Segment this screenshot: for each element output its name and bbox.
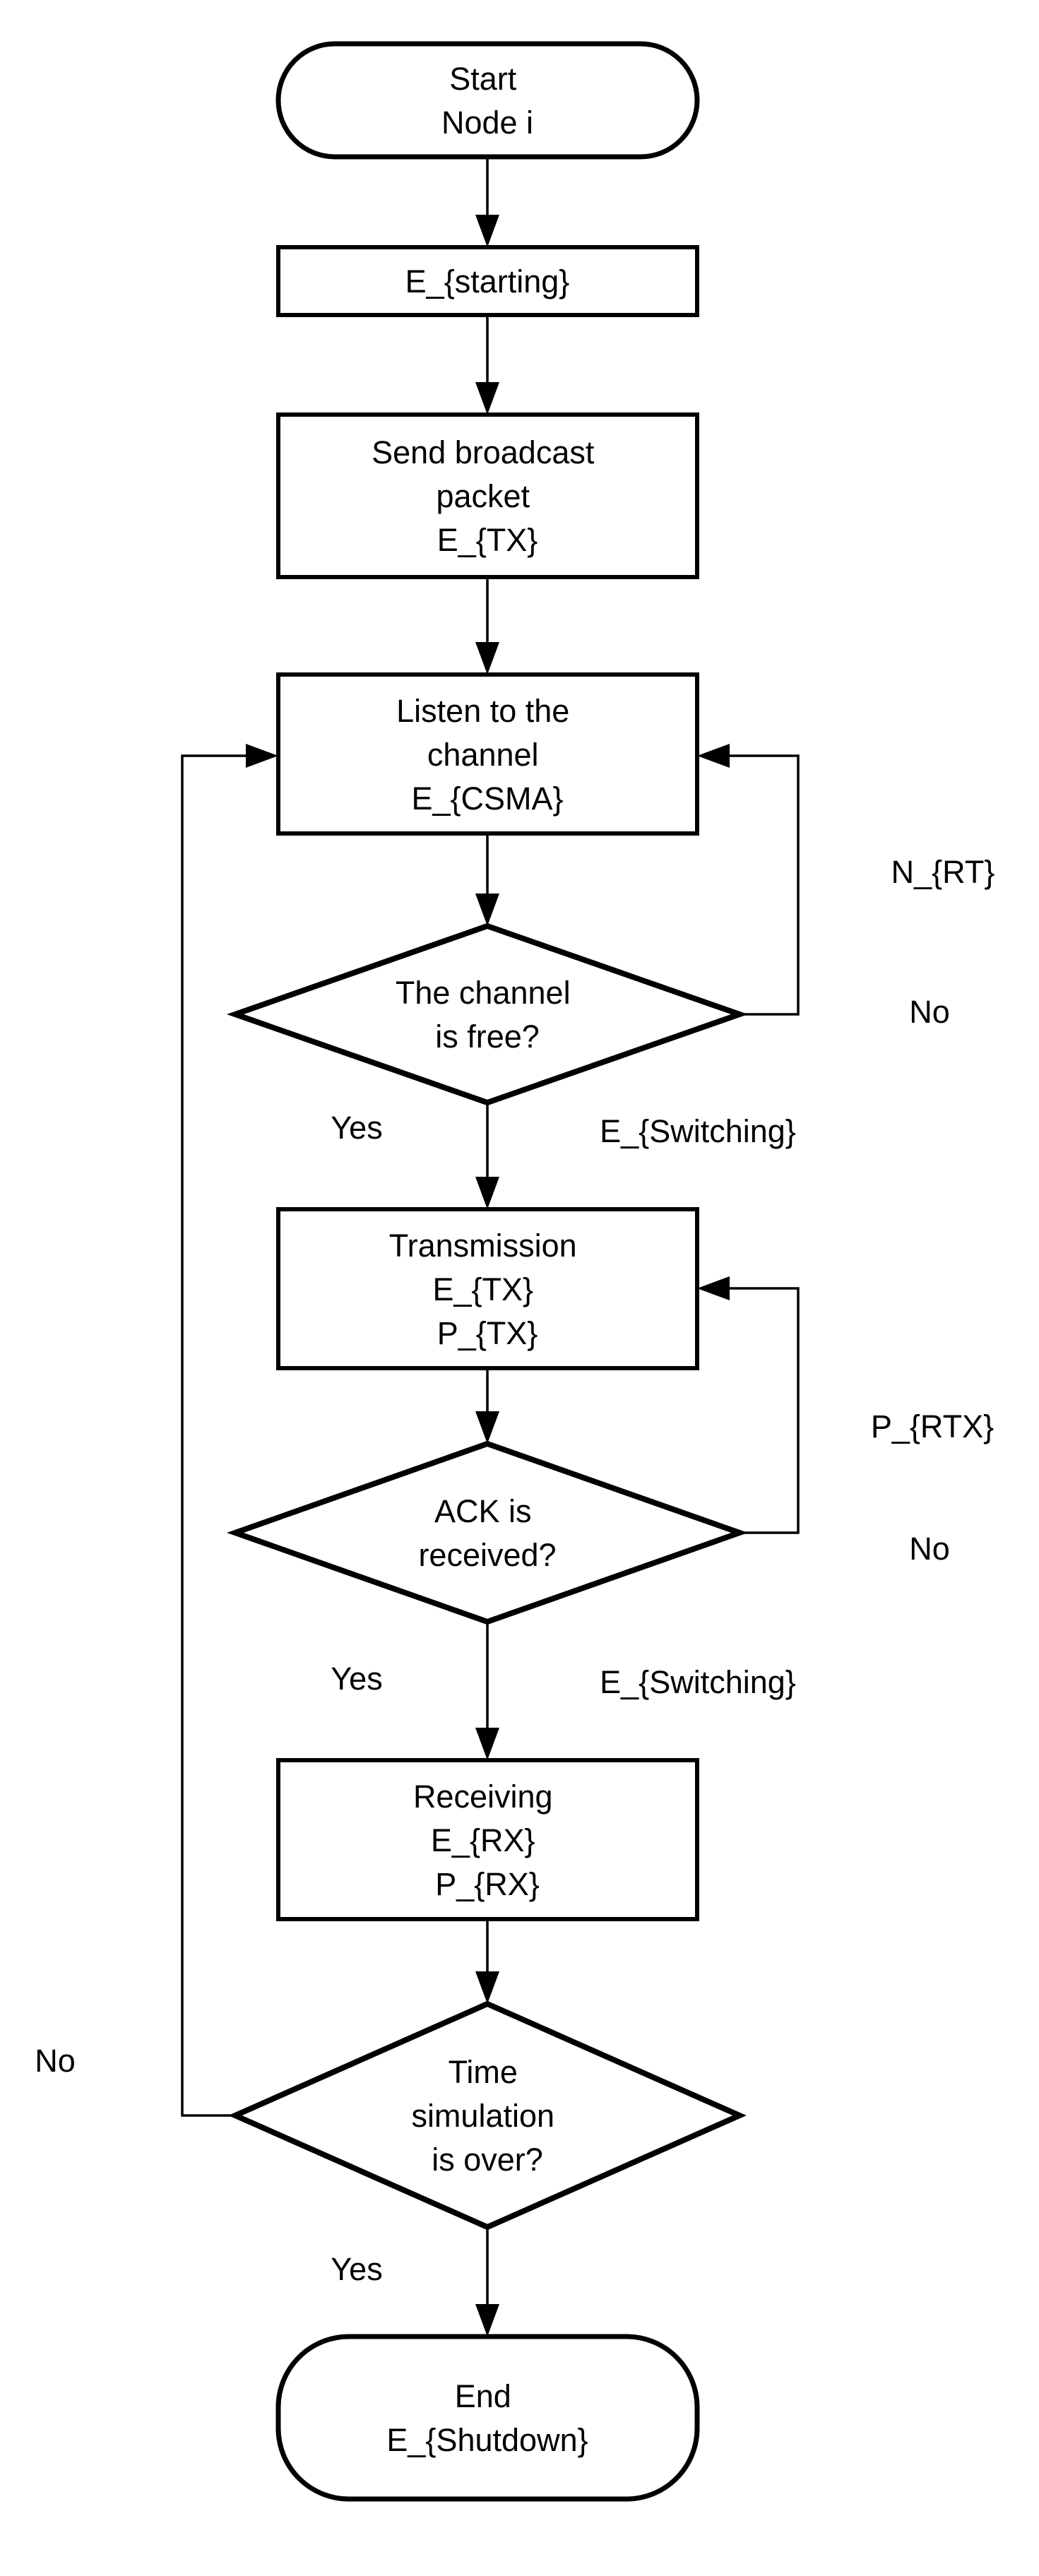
- arrowhead-right-icon: [246, 744, 278, 768]
- arrowhead-down-icon: [475, 1177, 499, 1209]
- e-starting-label-line-1: E_{starting}: [405, 263, 570, 299]
- edge-line: [181, 754, 246, 2117]
- arrowhead-down-icon: [475, 642, 499, 675]
- listen-channel-label: Listen to the channel E_{CSMA}: [396, 693, 578, 817]
- ack-received-diamond-shape: [226, 1440, 749, 1625]
- node-start: Start Node i: [275, 41, 700, 160]
- time-over-label-line-1: Time: [449, 2054, 518, 2090]
- edge-start-to-estarting: [475, 157, 499, 247]
- edge-transmission-to-ack: [475, 1368, 499, 1444]
- end-terminator-shape: [275, 2334, 700, 2502]
- send-broadcast-label-line-3: E_{TX}: [437, 522, 538, 558]
- listen-channel-process-shape: [276, 672, 699, 836]
- transmission-label-line-1: Transmission: [389, 1228, 577, 1264]
- node-end: End E_{Shutdown}: [275, 2334, 700, 2502]
- arrowhead-down-icon: [475, 1728, 499, 1760]
- edge-label-nrt: N_{RT}: [891, 854, 995, 890]
- edge-timeover-yes-to-end: Yes: [331, 2227, 499, 2337]
- edge-label-no: No: [909, 994, 950, 1030]
- transmission-process-shape: [276, 1207, 699, 1370]
- edge-label-no: No: [909, 1531, 950, 1567]
- receiving-label: Receiving E_{RX} P_{RX}: [413, 1779, 562, 1902]
- edge-label-yes: Yes: [331, 2251, 382, 2287]
- listen-channel-label-line-2: channel: [427, 737, 539, 773]
- arrowhead-down-icon: [475, 215, 499, 247]
- arrowhead-down-icon: [475, 2304, 499, 2337]
- channel-free-label: The channel is free?: [396, 975, 579, 1055]
- listen-channel-label-line-1: Listen to the: [396, 693, 569, 729]
- arrowhead-down-icon: [475, 894, 499, 926]
- edge-label-prtx: P_{RTX}: [871, 1408, 994, 1444]
- edge-label-eswitching: E_{Switching}: [600, 1113, 796, 1149]
- ack-received-label-line-1: ACK is: [434, 1493, 532, 1529]
- start-label: Start Node i: [441, 61, 533, 141]
- time-over-label: Time simulation is over?: [411, 2054, 563, 2178]
- edge-label-no: No: [35, 2043, 76, 2079]
- receiving-process-shape: [276, 1758, 699, 1921]
- node-e-starting: E_{starting}: [276, 245, 699, 317]
- node-receiving: Receiving E_{RX} P_{RX}: [276, 1758, 699, 1921]
- receiving-label-line-3: P_{RX}: [435, 1866, 540, 1902]
- arrowhead-left-icon: [697, 1276, 730, 1300]
- e-starting-process-shape: [276, 245, 699, 317]
- edge-label-yes: Yes: [331, 1110, 382, 1146]
- end-label-line-1: End: [455, 2378, 511, 2414]
- node-listen-channel: Listen to the channel E_{CSMA}: [276, 672, 699, 836]
- start-label-line-2: Node i: [441, 105, 533, 141]
- edge-label-eswitching: E_{Switching}: [600, 1664, 796, 1700]
- arrowhead-down-icon: [475, 1411, 499, 1444]
- send-broadcast-process-shape: [276, 412, 699, 579]
- receiving-label-line-2: E_{RX}: [431, 1822, 535, 1858]
- edge-ack-no-loop: P_{RTX} No: [697, 1276, 994, 1567]
- channel-free-label-line-1: The channel: [396, 975, 571, 1011]
- listen-channel-label-line-3: E_{CSMA}: [411, 780, 563, 817]
- arrowhead-left-icon: [697, 744, 730, 768]
- end-label-line-2: E_{Shutdown}: [386, 2422, 588, 2458]
- edge-send-to-listen: [475, 577, 499, 675]
- edge-line: [730, 1287, 800, 1534]
- transmission-label: Transmission E_{TX} P_{TX}: [389, 1228, 586, 1351]
- node-channel-free-decision: The channel is free?: [226, 922, 749, 1106]
- node-time-over-decision: Time simulation is over?: [228, 2000, 747, 2231]
- edge-listen-to-channelfree: [475, 833, 499, 926]
- edge-timeover-no-loop: No: [35, 744, 278, 2117]
- arrowhead-down-icon: [475, 1971, 499, 2004]
- e-starting-label: E_{starting}: [405, 263, 570, 299]
- ack-received-label: ACK is received?: [418, 1493, 556, 1573]
- send-broadcast-label-line-2: packet: [436, 478, 530, 514]
- edge-line: [730, 754, 800, 1016]
- edge-ack-yes-to-receiving: Yes E_{Switching}: [331, 1622, 796, 1760]
- time-over-label-line-2: simulation: [411, 2098, 554, 2134]
- time-over-label-line-3: is over?: [432, 2142, 543, 2178]
- node-ack-received-decision: ACK is received?: [226, 1440, 749, 1625]
- edge-channelfree-no-loop: N_{RT} No: [697, 744, 995, 1030]
- arrowhead-down-icon: [475, 382, 499, 415]
- edge-channelfree-yes-to-transmission: Yes E_{Switching}: [331, 1103, 796, 1209]
- transmission-label-line-2: E_{TX}: [432, 1271, 533, 1307]
- send-broadcast-label: Send broadcast packet E_{TX}: [372, 434, 603, 558]
- transmission-label-line-3: P_{TX}: [437, 1315, 538, 1351]
- ack-received-label-line-2: received?: [418, 1537, 556, 1573]
- start-terminator-shape: [275, 41, 700, 160]
- end-label: End E_{Shutdown}: [386, 2378, 588, 2458]
- start-label-line-1: Start: [449, 61, 517, 97]
- edge-estarting-to-send: [475, 315, 499, 415]
- send-broadcast-label-line-1: Send broadcast: [372, 434, 595, 470]
- edge-receiving-to-timeover: [475, 1919, 499, 2004]
- node-transmission: Transmission E_{TX} P_{TX}: [276, 1207, 699, 1370]
- edge-label-yes: Yes: [331, 1661, 382, 1697]
- node-send-broadcast: Send broadcast packet E_{TX}: [276, 412, 699, 579]
- channel-free-diamond-shape: [226, 922, 749, 1106]
- channel-free-label-line-2: is free?: [435, 1019, 540, 1055]
- receiving-label-line-1: Receiving: [413, 1779, 553, 1815]
- time-over-diamond-shape: [228, 2000, 747, 2231]
